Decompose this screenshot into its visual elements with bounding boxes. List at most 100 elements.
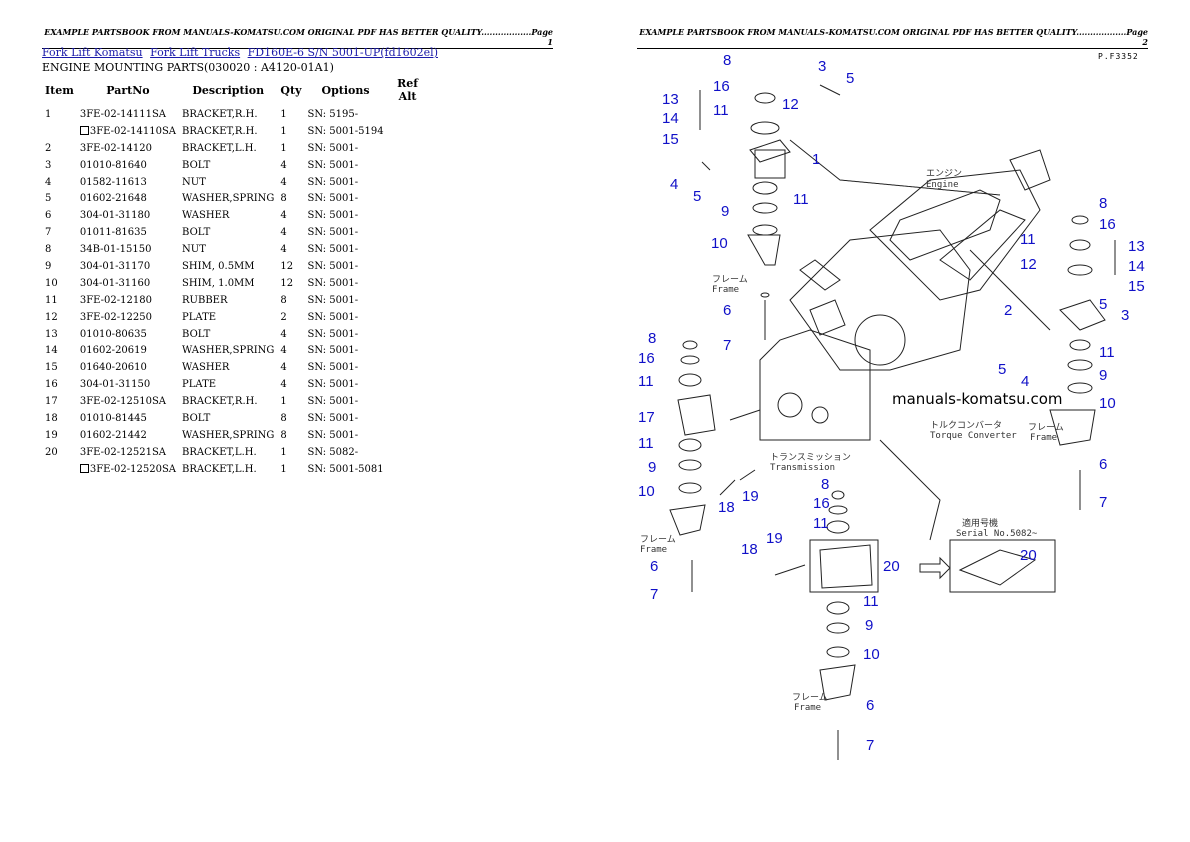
- callout-number: 3: [1121, 307, 1130, 324]
- qty-cell: 12: [280, 277, 294, 289]
- callout-number: 11: [713, 102, 729, 119]
- options-cell: SN: 5001-: [307, 311, 359, 323]
- options-cell: SN: 5001-: [307, 210, 359, 222]
- options-cell: SN: 5001-: [307, 176, 359, 188]
- description-cell: BOLT: [182, 412, 211, 424]
- col-header-description: Description: [192, 83, 265, 97]
- callout-number: 3: [818, 58, 827, 75]
- item-cell: 5: [45, 193, 52, 205]
- description-cell: BRACKET,L.H.: [182, 142, 257, 154]
- breadcrumb-link-fork-lift-komatsu[interactable]: Fork Lift Komatsu: [42, 46, 143, 59]
- callout-number: 11: [793, 191, 809, 208]
- callout-number: 12: [1020, 256, 1037, 273]
- callout-number: 8: [648, 330, 657, 347]
- description-cell: NUT: [182, 176, 206, 188]
- partno-cell: 3FE-02-14120: [79, 142, 152, 154]
- options-cell: SN: 5001-: [307, 244, 359, 256]
- qty-cell: 1: [280, 125, 287, 137]
- callout-number: 8: [723, 52, 732, 69]
- callout-number: 16: [1099, 216, 1116, 233]
- partno-cell: 01582-11613: [79, 176, 147, 188]
- options-cell: SN: 5001-: [307, 429, 359, 441]
- ref-alt-cell: [387, 461, 429, 478]
- qty-cell: 1: [280, 446, 287, 458]
- callout-number: 9: [648, 459, 657, 476]
- table-row: 13 01010-80635 BOLT 4 SN: 5001-: [42, 326, 429, 343]
- ref-alt-cell: [387, 326, 429, 343]
- callout-number: 13: [1128, 238, 1145, 255]
- breadcrumb-link-model[interactable]: FD160E-6 S/N 5001-UP(fd1602el): [247, 46, 438, 59]
- engine-label: Engine: [926, 180, 959, 190]
- description-cell: WASHER,SPRING: [182, 429, 275, 441]
- options-cell: SN: 5001-: [307, 260, 359, 272]
- ref-alt-cell: [387, 275, 429, 292]
- callout-number: 9: [721, 203, 730, 220]
- page-header-right: EXAMPLE PARTSBOOK FROM MANUALS-KOMATSU.C…: [637, 27, 1148, 49]
- qty-cell: 4: [280, 328, 287, 340]
- callout-number: 4: [1021, 373, 1030, 390]
- callout-number: 11: [638, 373, 654, 390]
- page-header-left: EXAMPLE PARTSBOOK FROM MANUALS-KOMATSU.C…: [42, 27, 553, 49]
- ref-alt-cell: [387, 342, 429, 359]
- qty-cell: 8: [280, 193, 287, 205]
- item-cell: 13: [45, 328, 58, 340]
- ref-alt-cell: [387, 241, 429, 258]
- alternative-part-icon: [79, 463, 89, 473]
- options-cell: SN: 5001-5194: [307, 125, 384, 137]
- qty-cell: 4: [280, 345, 287, 357]
- qty-cell: 4: [280, 227, 287, 239]
- figure-code: P.F3352: [1098, 52, 1139, 61]
- partno-cell: 01010-80635: [79, 328, 147, 340]
- callout-number: 16: [813, 495, 830, 512]
- breadcrumb-link-fork-lift-trucks[interactable]: Fork Lift Trucks: [150, 46, 241, 59]
- options-cell: SN: 5001-: [307, 294, 359, 306]
- description-cell: BRACKET,L.H.: [182, 463, 257, 475]
- qty-cell: 2: [280, 311, 287, 323]
- item-cell: 7: [45, 227, 52, 239]
- options-cell: SN: 5082-: [307, 446, 359, 458]
- partno-cell: 01011-81635: [79, 227, 147, 239]
- callout-number: 16: [713, 78, 730, 95]
- options-cell: SN: 5001-: [307, 362, 359, 374]
- qty-cell: 4: [280, 176, 287, 188]
- callout-number: 18: [741, 541, 758, 558]
- description-cell: BRACKET,L.H.: [182, 446, 257, 458]
- callout-number: 19: [766, 530, 783, 547]
- options-cell: SN: 5001-: [307, 345, 359, 357]
- transmission-label: Transmission: [770, 463, 836, 473]
- qty-cell: 1: [280, 463, 287, 475]
- item-cell: 1: [45, 108, 52, 120]
- callout-number: 7: [1099, 494, 1108, 511]
- options-cell: SN: 5001-: [307, 142, 359, 154]
- ref-alt-cell: [387, 207, 429, 224]
- col-header-item: Item: [45, 83, 74, 97]
- description-cell: BRACKET,R.H.: [182, 396, 258, 408]
- partno-cell: 3FE-02-12250: [79, 311, 152, 323]
- options-cell: SN: 5001-: [307, 159, 359, 171]
- torque-converter-body: [789, 229, 971, 371]
- qty-cell: 12: [280, 260, 294, 272]
- qty-cell: 4: [280, 362, 287, 374]
- callout-number: 5: [693, 188, 702, 205]
- description-cell: BOLT: [182, 328, 211, 340]
- item-cell: 20: [45, 446, 58, 458]
- partno-cell: 3FE-02-12521SA: [79, 446, 167, 458]
- partno-cell: 304-01-31170: [79, 260, 151, 272]
- options-cell: SN: 5001-: [307, 328, 359, 340]
- callout-number: 11: [1099, 344, 1115, 361]
- item-cell: [42, 123, 77, 140]
- description-cell: PLATE: [182, 311, 217, 323]
- torque-converter-jp-label: トルクコンバータ: [930, 421, 1003, 431]
- callout-number: 18: [718, 499, 735, 516]
- frame-jp-label-lower: フレーム: [792, 693, 828, 703]
- col-header-options: Options: [321, 83, 370, 97]
